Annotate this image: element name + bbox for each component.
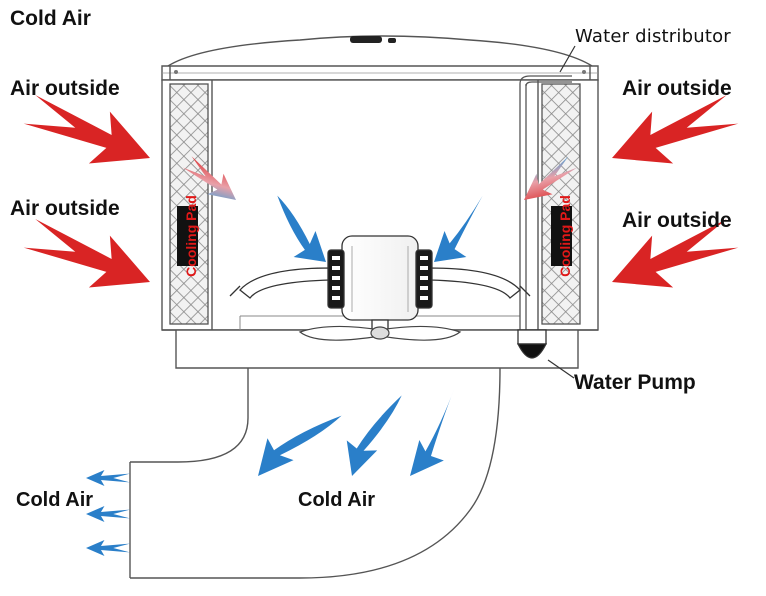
cold-air-arrow-duct-3 <box>410 388 455 476</box>
outside-air-arrows <box>23 95 739 288</box>
cold-air-arrow-duct-1 <box>258 415 342 476</box>
cold-air-arrows <box>86 195 483 556</box>
water-distributor-label: Water distributor <box>575 26 731 47</box>
fan-motor <box>229 235 531 331</box>
air-outside-label-top-right: Air outside <box>622 77 732 100</box>
cold-air-label-top: Cold Air <box>10 7 91 30</box>
cold-air-label-bottom-left: Cold Air <box>16 489 94 511</box>
outside-air-arrow-top-left <box>23 95 150 164</box>
cooling-pad-label-right: Cooling Pad <box>556 195 573 277</box>
top-cover <box>161 35 599 81</box>
cooling-pad-label-left: Cooling Pad <box>182 195 199 277</box>
outside-air-arrow-mid-right <box>612 219 739 288</box>
air-outside-label-mid-right: Air outside <box>622 209 732 232</box>
water-pump-label: Water Pump <box>574 371 696 394</box>
cooling-pad-left-panel <box>169 83 209 325</box>
cold-air-arrow-into-fan-left <box>277 195 326 262</box>
water-pump <box>516 329 575 379</box>
air-outside-label-top-left: Air outside <box>10 77 120 100</box>
air-outside-label-mid-left: Air outside <box>10 197 120 220</box>
cooling-flow-arrow-left <box>182 156 236 200</box>
cold-air-outlet-arrow-1 <box>86 470 130 486</box>
cold-air-arrow-into-fan-right <box>434 195 483 262</box>
cold-air-label-bottom-center: Cold Air <box>298 489 376 511</box>
cooling-flow-arrow-right <box>524 156 578 200</box>
outside-air-arrow-top-right <box>612 95 739 164</box>
outside-air-arrow-mid-left <box>23 219 150 288</box>
cooling-pad-right-panel <box>541 83 581 325</box>
outlet-duct <box>129 367 501 579</box>
cooling-flow-arrows <box>182 156 578 200</box>
cold-air-arrow-duct-2 <box>346 395 402 476</box>
fan-blades <box>298 325 462 341</box>
cold-air-outlet-arrow-2 <box>86 506 130 522</box>
cold-air-outlet-arrow-3 <box>86 540 130 556</box>
